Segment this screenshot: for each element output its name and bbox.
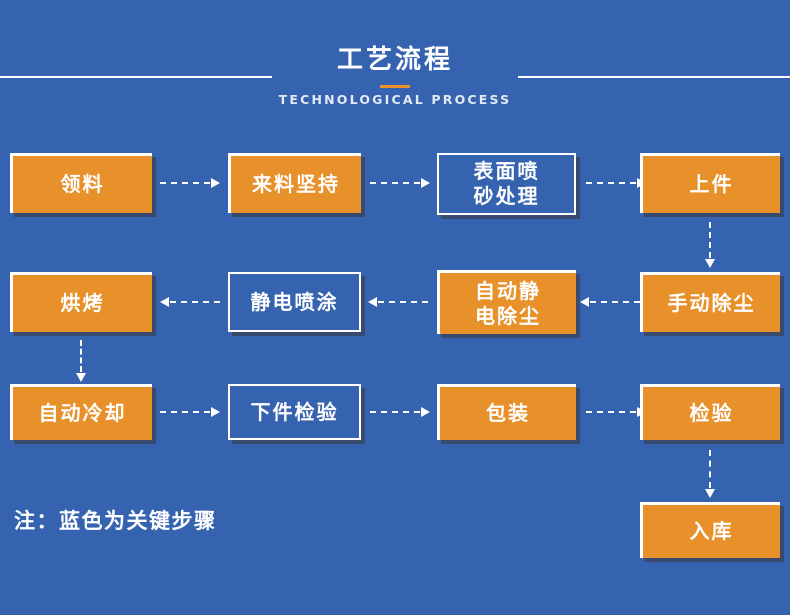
flow-node-n1[interactable]: 领料 <box>10 153 152 213</box>
flow-node-n8[interactable]: 烘烤 <box>10 272 152 332</box>
flow-node-label: 包装 <box>486 401 530 425</box>
flow-arrow-n11-n12 <box>586 405 646 419</box>
flow-arrow-n4-n5 <box>703 222 717 268</box>
flow-node-label: 上件 <box>689 172 734 196</box>
header-rule-left <box>0 76 272 78</box>
flow-node-n6[interactable]: 自动静 电除尘 <box>437 270 576 334</box>
flow-node-n2[interactable]: 来料坚持 <box>228 153 361 213</box>
header-rule-right <box>518 76 790 78</box>
flow-node-label: 下件检验 <box>250 399 339 424</box>
flow-arrow-n3-n4 <box>586 176 646 190</box>
flow-node-n4[interactable]: 上件 <box>640 153 780 213</box>
flow-node-label: 手动除尘 <box>667 291 756 315</box>
flow-node-label: 静电喷涂 <box>250 289 339 314</box>
page-header: 工艺流程 TECHNOLOGICAL PROCESS <box>0 0 790 132</box>
flow-node-label-line2: 砂处理 <box>473 184 540 208</box>
flow-arrow-n5-n6 <box>580 295 640 309</box>
flow-node-n3[interactable]: 表面喷 砂处理 <box>437 153 576 215</box>
flow-arrow-n7-n8 <box>160 295 220 309</box>
flow-arrow-n1-n2 <box>160 176 220 190</box>
flow-node-label: 检验 <box>689 401 734 425</box>
flow-node-label-line1: 自动静 <box>475 278 541 303</box>
flow-node-n10[interactable]: 下件检验 <box>228 384 361 440</box>
flow-node-n5[interactable]: 手动除尘 <box>640 272 780 332</box>
flow-node-label: 领料 <box>60 172 105 196</box>
flow-node-label-line2: 电除尘 <box>475 303 541 328</box>
flow-arrow-n9-n10 <box>160 405 220 419</box>
flow-node-label: 自动冷却 <box>38 401 127 425</box>
flow-node-label-line1: 表面喷 <box>473 159 540 183</box>
legend-note: 注：蓝色为关键步骤 <box>14 509 217 533</box>
flow-node-n12[interactable]: 检验 <box>640 384 780 440</box>
title-accent-bar <box>380 85 410 88</box>
flow-node-label: 烘烤 <box>60 291 105 315</box>
flow-node-n11[interactable]: 包装 <box>437 384 576 440</box>
flow-node-label: 入库 <box>689 519 734 543</box>
flow-arrow-n2-n3 <box>370 176 430 190</box>
flow-arrow-n12-n13 <box>703 450 717 498</box>
page-title: 工艺流程 <box>336 45 453 75</box>
flow-node-n13[interactable]: 入库 <box>640 502 780 558</box>
flow-arrow-n6-n7 <box>368 295 428 309</box>
flow-node-label: 来料坚持 <box>252 172 340 196</box>
page-subtitle: TECHNOLOGICAL PROCESS <box>278 92 512 107</box>
flow-node-n7[interactable]: 静电喷涂 <box>228 272 361 332</box>
flow-arrow-n8-n9 <box>74 340 88 382</box>
flow-node-n9[interactable]: 自动冷却 <box>10 384 152 440</box>
flow-arrow-n10-n11 <box>370 405 430 419</box>
